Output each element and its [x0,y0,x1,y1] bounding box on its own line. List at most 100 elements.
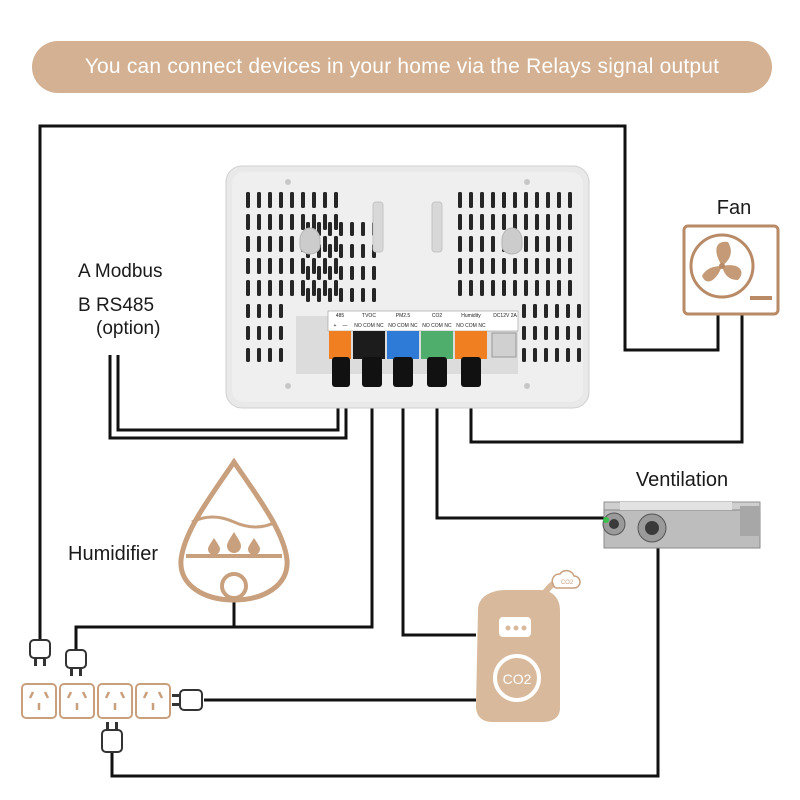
co2-device: CO2 CO2 [476,570,581,722]
vent-slot [246,304,250,318]
terminal-label-dc12v: DC12V 2A [493,313,517,319]
vent-slot [279,214,283,230]
vent-slot [246,326,250,340]
mount-holes [299,227,523,255]
wire-ventilation-to-plug [110,548,660,778]
vent-slot [268,214,272,230]
vent-slot [279,326,283,340]
vent-slot [268,192,272,208]
socket-hole [142,691,149,699]
vent-slot [535,192,539,208]
vent-slot [301,192,305,208]
vent-slot [491,280,495,296]
water-drops-icon [208,532,260,555]
vent-slot [312,214,316,230]
vent-slot [557,236,561,252]
vent-slot [458,192,462,208]
vent-slot [469,214,473,230]
vent-slot [246,258,250,274]
vent-slot [533,348,537,362]
wire-fan-loop [38,124,720,640]
vent-slot [524,214,528,230]
vent-slot [301,280,305,296]
fan-label: Fan [717,197,751,219]
vent-slot [246,192,250,208]
pin-humidity-com: COM [465,323,477,329]
vent-slot [544,326,548,340]
connector-plugs [332,357,481,387]
vent-slot [246,348,250,362]
vent-slot [279,192,283,208]
vent-slot [317,288,321,302]
vent-slot [480,258,484,274]
pin-tvoc-com: COM [363,323,375,329]
pin-tvoc-nc: NC [376,323,384,329]
terminal-label-pm25: PM2.5 [396,313,411,319]
vent-slot [566,304,570,318]
vent-slot [290,280,294,296]
socket-outlet [135,683,171,719]
vent-slot [546,258,550,274]
vent-slot [334,258,338,274]
wires [38,124,744,778]
vent-slot [469,280,473,296]
fan-blades-icon [702,241,742,282]
wire-humidity-to-fan [469,314,744,444]
vent-slot [513,192,517,208]
vent-slot [544,348,548,362]
vent-slot [328,222,332,236]
ventilation-label: Ventilation [636,469,728,491]
vent-slot [480,214,484,230]
vent-slot [480,236,484,252]
vent-slot [328,288,332,302]
vent-slot [268,348,272,362]
vent-slot [361,222,365,236]
vent-slot [535,280,539,296]
vent-slot [257,214,261,230]
vent-slot [555,304,559,318]
pin-tvoc-no: NO [354,323,362,329]
vent-slot [533,304,537,318]
controller-panel: 485 TVOC PM2.5 CO2 Humidity DC12V 2A + —… [225,165,590,409]
vent-slot [279,348,283,362]
vent-slot [290,258,294,274]
vent-slot [334,214,338,230]
terminal-label-humidity: Humidity [461,313,481,319]
vent-slot [317,266,321,280]
vent-slot [568,214,572,230]
vent-slot [546,236,550,252]
vent-slot [513,214,517,230]
vent-slot [290,192,294,208]
vent-slot [350,222,354,236]
vent-slot [334,236,338,252]
socket-outlet [59,683,95,719]
top-banner: You can connect devices in your home via… [32,41,772,93]
vent-slot [312,192,316,208]
wire-modbus-a [116,355,340,432]
modbus-label: A Modbus [78,261,163,282]
socket-hole [157,691,164,699]
vent-slot [257,258,261,274]
vent-slot [546,192,550,208]
vent-slot [257,326,261,340]
vent-slot [246,236,250,252]
vent-slot [458,258,462,274]
vent-slot [268,236,272,252]
vent-slot [301,214,305,230]
vent-slot [458,236,462,252]
vent-slot [268,304,272,318]
vent-slot [246,280,250,296]
vent-slot [568,192,572,208]
vent-slot [334,192,338,208]
pin-pm25-com: COM [397,323,409,329]
terminal-label-485: 485 [336,313,345,319]
vent-slot [328,266,332,280]
vent-slot [546,214,550,230]
vent-slot [301,258,305,274]
terminal-block-humidity [455,331,487,359]
vent-slot [566,348,570,362]
vent-slot [290,214,294,230]
wire-co2-to-ventilation [435,390,606,520]
pin-humidity-no: NO [456,323,464,329]
